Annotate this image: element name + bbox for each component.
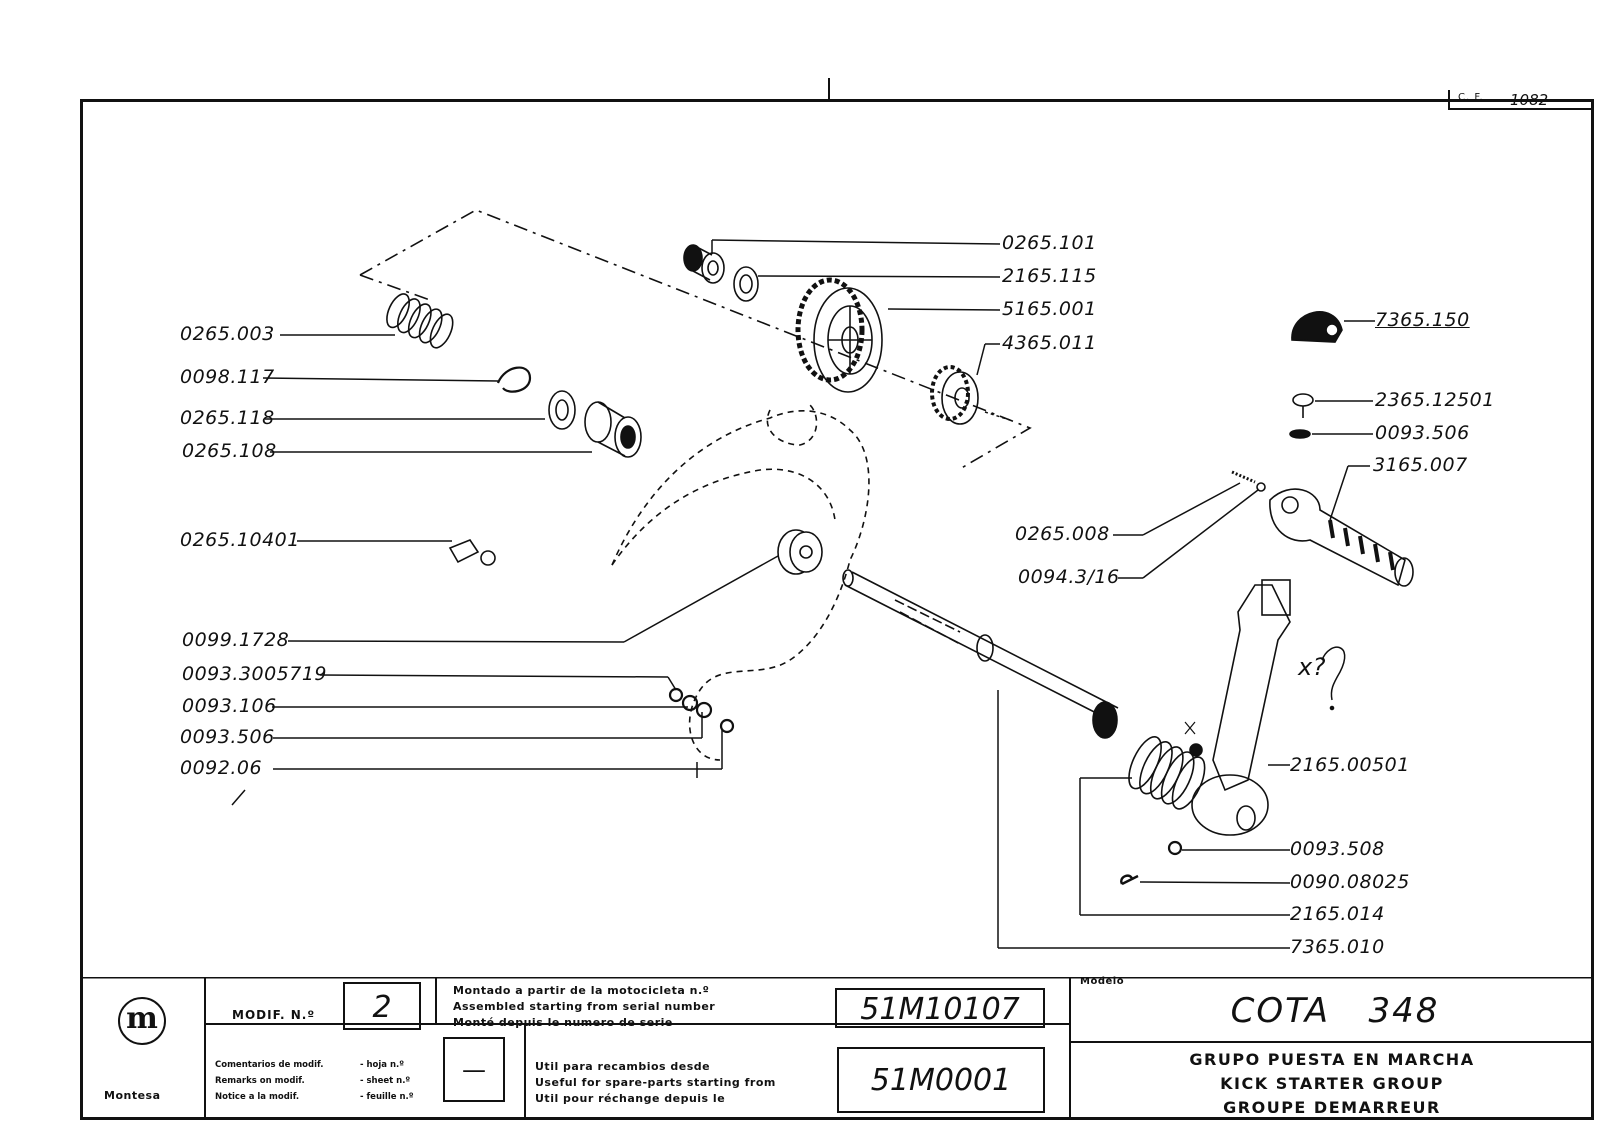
part-number-label: 2165.014 bbox=[1290, 903, 1385, 925]
comment-line: Remarks on modif. bbox=[215, 1076, 305, 1087]
serial-spares: 51M0001 bbox=[870, 1063, 1012, 1098]
pinion-part bbox=[930, 365, 979, 425]
modif-number-box: 2 bbox=[343, 982, 421, 1030]
clip-part bbox=[496, 366, 532, 393]
part-number-label: 0093.106 bbox=[182, 695, 277, 717]
part-number-label: 0093.506 bbox=[1375, 422, 1470, 444]
part-number-label: 0265.118 bbox=[180, 407, 275, 429]
group-name-fr: GROUPE DEMARREUR bbox=[1223, 1098, 1441, 1117]
comments-text: Comentarios de modif. Remarks on modif. … bbox=[215, 1057, 385, 1105]
spares-line: Useful for spare-parts starting from bbox=[535, 1075, 776, 1089]
part-number-label: 0265.108 bbox=[182, 440, 277, 462]
model-name: COTA 348 bbox=[1230, 991, 1440, 1031]
part-number-label: 4365.011 bbox=[1002, 332, 1097, 354]
cf-label: C. F. bbox=[1458, 92, 1484, 103]
brand-name: Montesa bbox=[104, 1089, 161, 1102]
part-number-label: 0099.1728 bbox=[182, 629, 290, 651]
part-number-label: 0265.101 bbox=[1002, 232, 1097, 254]
leader-lines bbox=[231, 239, 1375, 949]
modif-number: 2 bbox=[372, 990, 392, 1025]
kick-lever-part bbox=[1191, 579, 1291, 836]
part-number-label: 7365.010 bbox=[1290, 936, 1385, 958]
spring-part bbox=[386, 293, 454, 349]
mounted-line: Monté depuis le numero de serie bbox=[453, 1015, 673, 1029]
kick-shaft-part bbox=[842, 569, 1119, 739]
serial-from-box: 51M10107 bbox=[835, 988, 1045, 1028]
washer-part bbox=[548, 390, 576, 430]
cap-part bbox=[1291, 311, 1343, 343]
group-name-en: KICK STARTER GROUP bbox=[1220, 1074, 1444, 1093]
assembly-dash-outline bbox=[359, 209, 1032, 471]
bolt-part bbox=[683, 244, 725, 284]
part-number-label: 0092.06 bbox=[180, 757, 263, 779]
sheet-line: - sheet n.º bbox=[360, 1076, 411, 1087]
part-number-label: 0094.3/16 bbox=[1018, 566, 1120, 588]
sheet-no-text: - hoja n.º - sheet n.º - feuille n.º bbox=[360, 1057, 440, 1105]
part-number-label: 7365.150 bbox=[1375, 309, 1470, 331]
model-label: Modelo bbox=[1080, 976, 1125, 987]
pin-part bbox=[448, 539, 496, 566]
nut-part bbox=[777, 529, 823, 575]
logo-letter: m bbox=[126, 1001, 158, 1036]
mounted-from-text: Montado a partir de la motocicleta n.º A… bbox=[453, 983, 823, 1031]
cf-number: 1082 bbox=[1510, 91, 1549, 109]
drawing-frame bbox=[80, 99, 1594, 1120]
serial-spares-box: 51M0001 bbox=[837, 1047, 1045, 1113]
part-number-label: 0265.003 bbox=[180, 323, 275, 345]
group-name-block: GRUPO PUESTA EN MARCHA KICK STARTER GROU… bbox=[1070, 1048, 1594, 1120]
mounted-line: Montado a partir de la motocicleta n.º bbox=[453, 984, 710, 997]
part-number-label: 5165.001 bbox=[1002, 298, 1097, 320]
return-spring-part bbox=[1128, 736, 1206, 810]
part-number-label: 0093.506 bbox=[180, 726, 275, 748]
handwritten-annotation: x? bbox=[1298, 653, 1326, 681]
washer-part-2 bbox=[733, 266, 759, 302]
part-number-label: 0265.008 bbox=[1015, 523, 1110, 545]
serial-from: 51M10107 bbox=[860, 992, 1020, 1027]
group-name-es: GRUPO PUESTA EN MARCHA bbox=[1189, 1050, 1475, 1069]
spares-line: Util para recambios desde bbox=[535, 1060, 711, 1073]
sheet-line: - feuille n.º bbox=[360, 1092, 414, 1103]
part-number-label: 0093.508 bbox=[1290, 838, 1385, 860]
spares-from-text: Util para recambios desde Useful for spa… bbox=[535, 1059, 835, 1107]
sheet-dash: — bbox=[462, 1056, 486, 1084]
crankcase-outline bbox=[611, 410, 870, 761]
spares-line: Util pour réchange depuis le bbox=[535, 1091, 726, 1105]
mounted-line: Assembled starting from serial number bbox=[453, 999, 716, 1013]
part-number-label: 0090.08025 bbox=[1290, 871, 1410, 893]
part-number-label: 0093.3005719 bbox=[182, 663, 328, 685]
part-number-label: 2165.115 bbox=[1002, 265, 1097, 287]
kick-pedal-part bbox=[1269, 488, 1414, 587]
gear-part bbox=[795, 277, 883, 393]
sheet-line: - hoja n.º bbox=[360, 1060, 405, 1070]
title-block: m Montesa MODIF. N.º 2 Montado a partir … bbox=[80, 976, 1594, 1120]
sheet-number-box: — bbox=[443, 1037, 505, 1102]
comment-line: Notice a la modif. bbox=[215, 1092, 300, 1103]
part-number-label: 3165.007 bbox=[1373, 454, 1468, 476]
part-number-label: 2165.00501 bbox=[1290, 754, 1410, 776]
comment-line: Comentarios de modif. bbox=[215, 1060, 324, 1070]
montesa-logo: m bbox=[118, 997, 166, 1045]
cf-reference-box: C. F. 1082 bbox=[1448, 90, 1594, 110]
modif-label: MODIF. N.º bbox=[232, 1008, 316, 1022]
part-number-label: 0265.10401 bbox=[180, 529, 300, 551]
part-number-label: 0098.117 bbox=[180, 366, 275, 388]
part-number-label: 2365.12501 bbox=[1375, 389, 1495, 411]
screw-part bbox=[1292, 393, 1314, 418]
bush-part bbox=[584, 401, 642, 458]
